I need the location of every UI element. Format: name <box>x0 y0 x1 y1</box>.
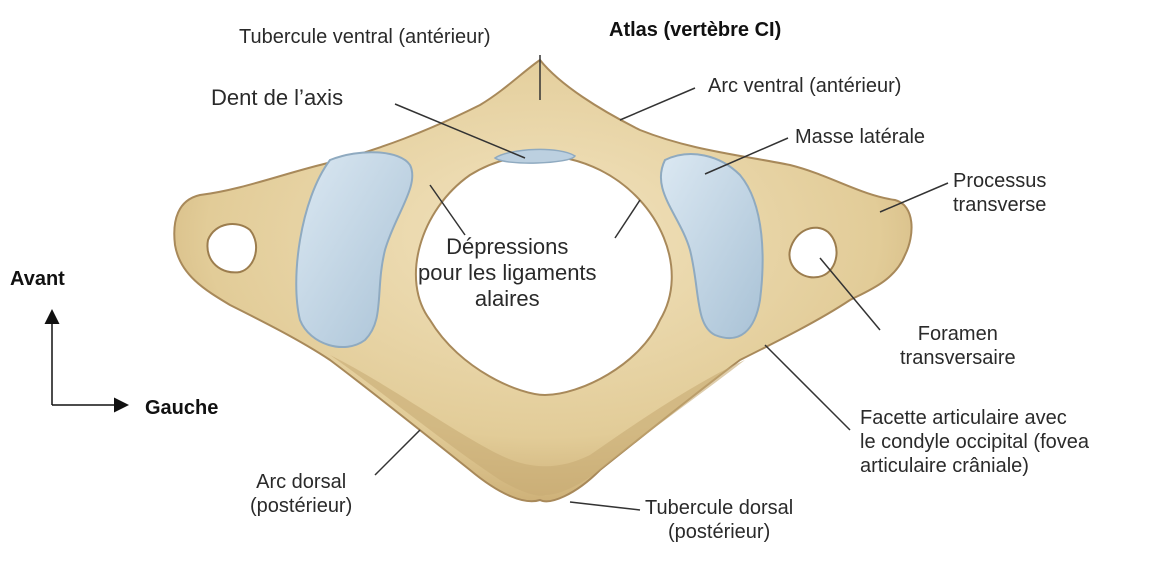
label-masse-laterale: Masse latérale <box>795 125 925 149</box>
label-arc-ventral: Arc ventral (antérieur) <box>708 74 901 98</box>
orientation-front: Avant <box>10 267 65 291</box>
label-tubercule-ventral: Tubercule ventral (antérieur) <box>239 25 491 49</box>
label-facette: Facette articulaire avec le condyle occi… <box>860 406 1089 478</box>
orientation-arrows <box>52 312 126 405</box>
label-depressions: Dépressions pour les ligaments alaires <box>418 234 597 312</box>
label-dent-axis: Dent de l’axis <box>211 86 343 110</box>
label-foramen: Foramen transversaire <box>900 322 1016 370</box>
label-arc-dorsal: Arc dorsal (postérieur) <box>250 470 352 518</box>
label-tubercule-dorsal: Tubercule dorsal (postérieur) <box>645 496 793 544</box>
diagram-title: Atlas (vertèbre CI) <box>609 18 781 42</box>
foramen-left <box>207 224 256 272</box>
orientation-left: Gauche <box>145 396 218 420</box>
label-processus-transverse: Processus transverse <box>953 169 1046 217</box>
